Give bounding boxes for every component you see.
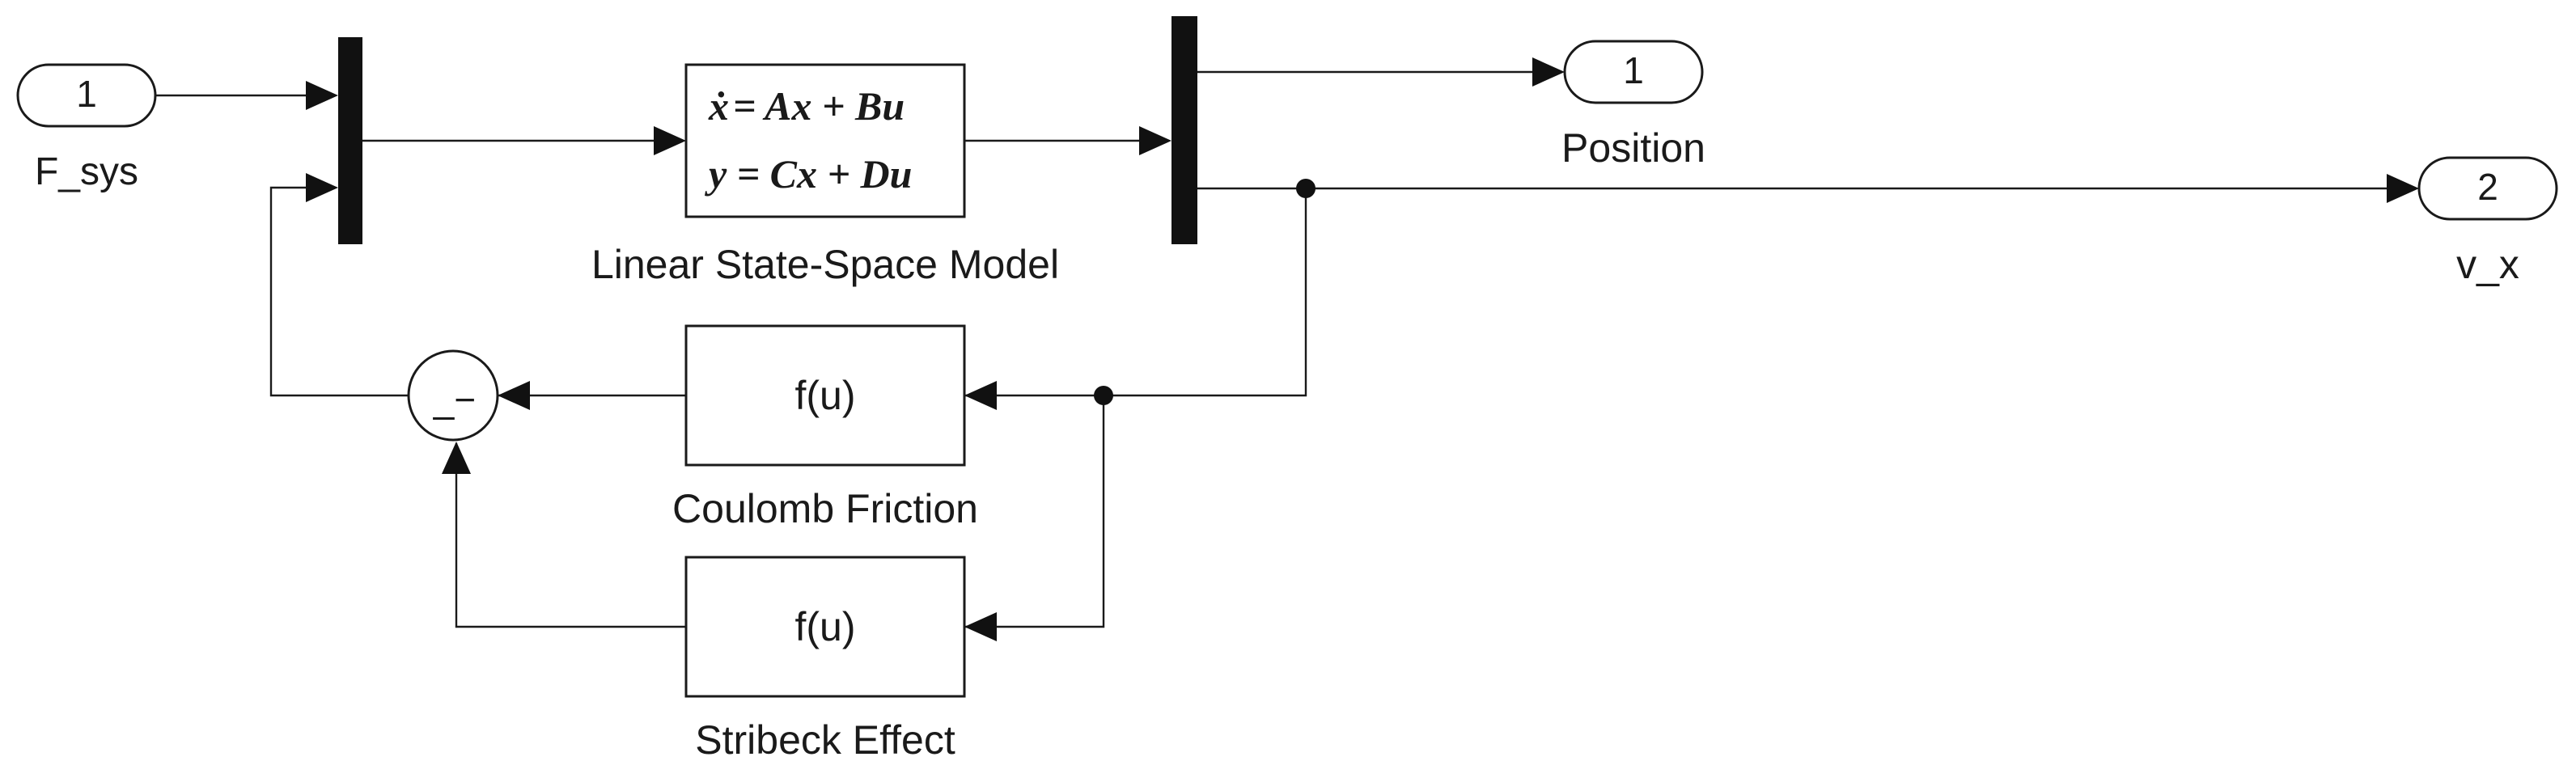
arrowhead-vx-in	[2387, 174, 2419, 203]
state-eq-rhs: = Ax + Bu	[733, 83, 905, 129]
arrowhead-statespace-in	[654, 126, 686, 155]
arrowhead-position-in	[1532, 57, 1565, 87]
arrowhead-sum-in1	[498, 381, 530, 410]
arrowhead-coulomb-in	[964, 381, 997, 410]
outport-shape[interactable]	[1563, 40, 1704, 104]
arrowhead-mux-in2	[306, 173, 338, 202]
state-space-box[interactable]	[684, 63, 966, 218]
line-velocity-branch[interactable]	[964, 188, 1307, 397]
state-space-block[interactable]: ẋ = Ax + Bu y = Cx + Du Linear State-Spa…	[591, 63, 1059, 287]
arrowheads	[306, 57, 2419, 641]
arrowhead-demux-in	[1139, 126, 1171, 155]
arrowhead-sum-in2	[442, 442, 471, 474]
line-sum-to-mux[interactable]	[269, 186, 408, 397]
line-velocity-to-stribeck[interactable]	[964, 395, 1105, 628]
fcn-box[interactable]	[684, 556, 966, 698]
fcn-label: Coulomb Friction	[672, 486, 978, 531]
signal-lines	[155, 70, 2387, 628]
sum-block[interactable]: _−	[407, 349, 499, 442]
outport-vx[interactable]: 2 v_x	[2417, 156, 2558, 287]
inport-shape[interactable]	[16, 63, 157, 128]
inport-f-sys[interactable]: 1 F_sys	[16, 63, 157, 193]
coulomb-friction-block[interactable]: f(u) Coulomb Friction	[672, 324, 978, 531]
output-eq: y = Cx + Du	[705, 151, 912, 197]
mux-block[interactable]	[338, 37, 362, 244]
state-eq-lhs: ẋ	[708, 83, 729, 129]
sum-circle[interactable]	[407, 349, 499, 442]
sum-signs: _−	[433, 378, 476, 421]
fcn-expression: f(u)	[795, 373, 856, 418]
branch-point-friction	[1094, 386, 1113, 405]
state-space-label: Linear State-Space Model	[591, 242, 1059, 287]
inport-number: 1	[76, 73, 97, 115]
arrowhead-mux-in1	[306, 81, 338, 110]
outport-label: Position	[1561, 125, 1705, 171]
line-stribeck-to-sum[interactable]	[455, 443, 686, 628]
fcn-label: Stribeck Effect	[695, 717, 955, 763]
outport-position[interactable]: 1 Position	[1561, 40, 1705, 171]
fcn-box[interactable]	[684, 324, 966, 467]
arrowhead-stribeck-in	[964, 612, 997, 641]
outport-number: 2	[2477, 166, 2498, 208]
outport-shape[interactable]	[2417, 156, 2558, 221]
outport-label: v_x	[2456, 242, 2519, 287]
fcn-expression: f(u)	[795, 604, 856, 649]
inport-label: F_sys	[35, 150, 138, 193]
stribeck-effect-block[interactable]: f(u) Stribeck Effect	[684, 556, 966, 763]
demux-block[interactable]	[1171, 16, 1197, 244]
branch-point-velocity	[1296, 179, 1316, 198]
outport-number: 1	[1623, 49, 1644, 91]
